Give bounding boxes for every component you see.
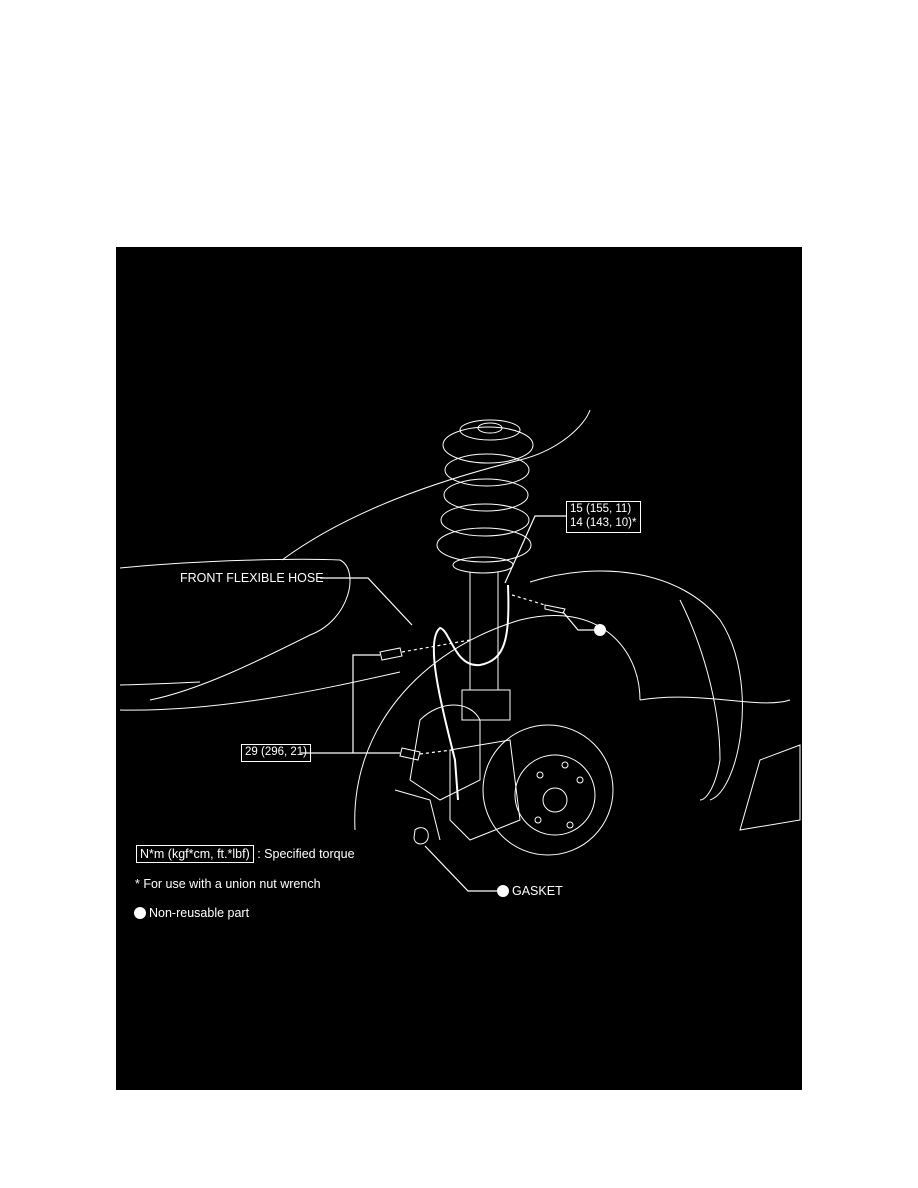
- callout-torque-lower: 29 (296, 21): [241, 744, 312, 762]
- flexible-hose: [432, 584, 510, 801]
- legend-torque: N*m (kgf*cm, ft.*lbf) : Specified torque: [136, 845, 355, 863]
- gasket-part: [413, 827, 429, 845]
- legend-union-nut-note: * For use with a union nut wrench: [135, 877, 321, 891]
- gasket-label: GASKET: [512, 884, 563, 898]
- diagram-panel: [116, 247, 802, 1090]
- caliper: [449, 739, 521, 841]
- legend-non-reusable-label: Non-reusable part: [149, 906, 250, 920]
- body-panel-outline: [281, 409, 591, 561]
- legend-non-reusable: Non-reusable part: [134, 906, 249, 921]
- splash-shield: [739, 744, 801, 831]
- clip: [544, 604, 566, 614]
- leader-hose: [320, 577, 413, 626]
- strut: [461, 572, 511, 721]
- non-reusable-dot-icon: [134, 907, 146, 919]
- knuckle: [394, 704, 481, 841]
- bolt-lower: [399, 747, 421, 761]
- brake-disc: [482, 724, 614, 856]
- torque-upper-line1: 15 (155, 11): [570, 503, 632, 515]
- leader-torque-upper: [504, 515, 567, 584]
- bolt-upper: [379, 647, 403, 661]
- callout-front-flexible-hose: FRONT FLEXIBLE HOSE: [180, 571, 324, 585]
- callout-torque-upper: 15 (155, 11) 14 (143, 10)*: [566, 501, 641, 533]
- fender-outline: [119, 558, 401, 711]
- legend-torque-desc: : Specified torque: [257, 847, 355, 861]
- callout-gasket: GASKET: [497, 884, 563, 899]
- leader-gasket: [424, 845, 497, 892]
- torque-upper-line2: 14 (143, 10)*: [570, 516, 637, 529]
- non-reusable-dot-icon: [497, 885, 509, 897]
- legend-torque-units: N*m (kgf*cm, ft.*lbf): [136, 845, 254, 863]
- leader-torque-lower: [301, 654, 400, 754]
- non-reusable-mark-clip: [594, 624, 606, 636]
- wheel-arch: [354, 570, 791, 831]
- leader-clip: [562, 611, 594, 631]
